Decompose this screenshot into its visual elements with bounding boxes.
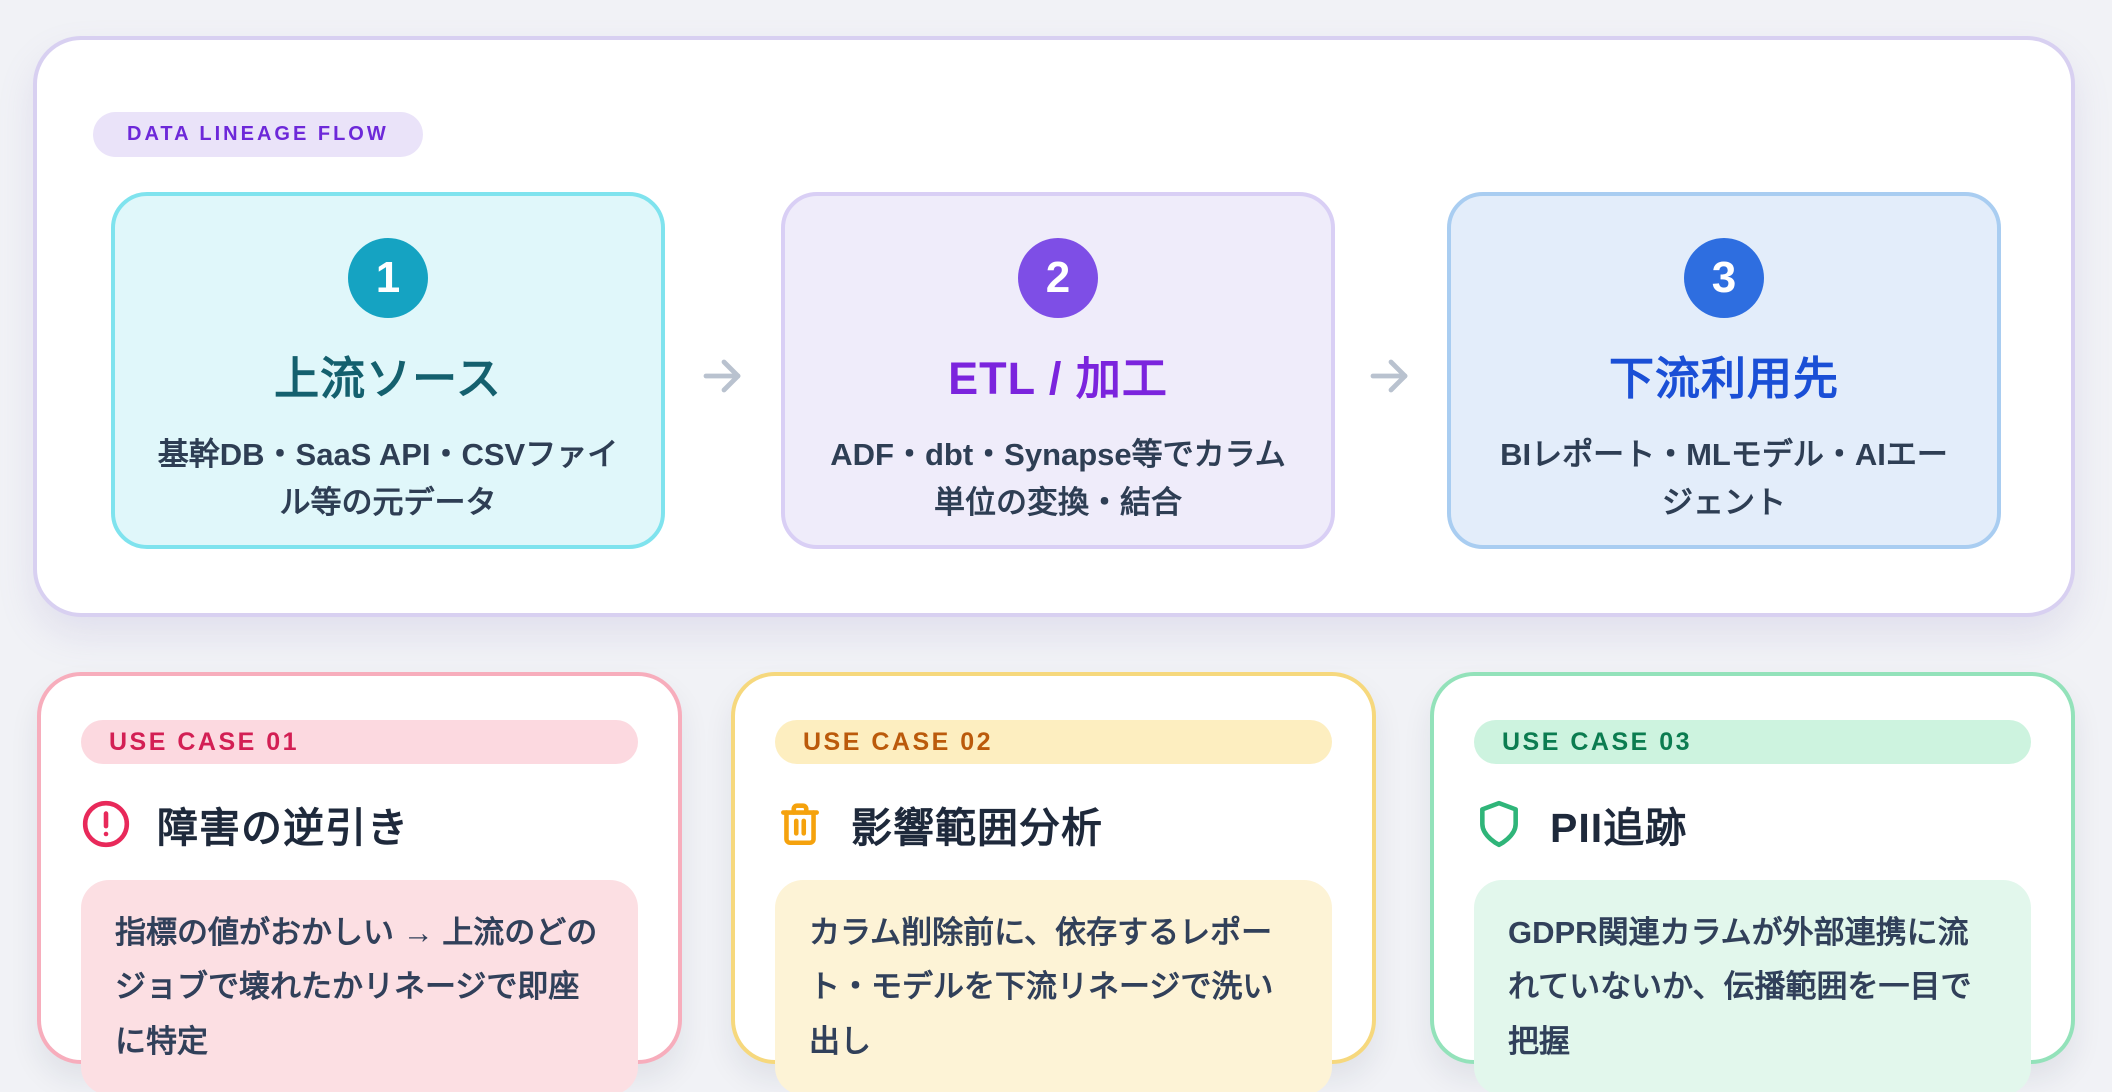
arrow-right-icon — [1370, 359, 1408, 393]
use-case-title-row: 影響範囲分析 — [775, 794, 1332, 854]
use-case-title: 障害の逆引き — [157, 805, 409, 851]
use-case-badge-label: USE CASE 02 — [803, 727, 994, 756]
trash-icon — [781, 803, 819, 846]
data-lineage-flow-section: DATA LINEAGE FLOW 1 上流ソース 基幹DB・SaaS API・… — [33, 36, 2075, 617]
shield-icon — [1480, 800, 1518, 848]
flow-step-card-downstream: 3 下流利用先 BIレポート・MLモデル・AIエージェント — [1447, 192, 2001, 549]
step-title: ETL / 加工 — [948, 353, 1168, 404]
step-title: 上流ソース — [274, 353, 502, 404]
use-case-title: PII追跡 — [1550, 805, 1688, 851]
step-description: 基幹DB・SaaS API・CSVファイル等の元データ — [157, 437, 619, 521]
use-case-card-incident-tracing: USE CASE 01 障害の逆引き 指標の値がおかしい → 上流のどのジョブで… — [37, 672, 682, 1092]
section-badge-label: DATA LINEAGE FLOW — [127, 123, 389, 145]
step-description: ADF・dbt・Synapse等でカラム単位の変換・結合 — [830, 437, 1286, 521]
step-description: BIレポート・MLモデル・AIエージェント — [1500, 437, 1948, 521]
use-case-body: GDPR関連カラムが外部連携に流れていないか、伝播範囲を一目で把握 — [1474, 880, 2031, 1092]
step-number-badge: 2 — [1018, 238, 1098, 318]
use-case-badge: USE CASE 03 — [1474, 720, 2031, 764]
use-case-card-impact-analysis: USE CASE 02 影響範囲分析 カラム削除前に、依存するレポート・モデルを… — [731, 672, 1376, 1092]
use-case-badge: USE CASE 02 — [775, 720, 1332, 764]
use-case-title-row: PII追跡 — [1474, 794, 2031, 854]
step-number-badge: 1 — [348, 238, 428, 318]
use-case-title-row: 障害の逆引き — [81, 794, 638, 854]
use-case-badge: USE CASE 01 — [81, 720, 638, 764]
use-case-badge-label: USE CASE 03 — [1502, 727, 1693, 756]
use-case-card-pii-tracking: USE CASE 03 PII追跡 GDPR関連カラムが外部連携に流れていないか… — [1430, 672, 2075, 1092]
use-case-title: 影響範囲分析 — [851, 805, 1103, 851]
use-case-badge-label: USE CASE 01 — [109, 727, 300, 756]
flow-step-card-etl: 2 ETL / 加工 ADF・dbt・Synapse等でカラム単位の変換・結合 — [781, 192, 1335, 549]
alert-circle-icon — [82, 800, 130, 848]
step-number-badge: 3 — [1684, 238, 1764, 318]
arrow-right-icon — [703, 359, 741, 393]
use-case-body: 指標の値がおかしい → 上流のどのジョブで壊れたかリネージで即座に特定 — [81, 880, 638, 1092]
flow-step-card-upstream: 1 上流ソース 基幹DB・SaaS API・CSVファイル等の元データ — [111, 192, 665, 549]
step-title: 下流利用先 — [1608, 353, 1839, 404]
use-case-body: カラム削除前に、依存するレポート・モデルを下流リネージで洗い出し — [775, 880, 1332, 1092]
section-badge: DATA LINEAGE FLOW — [93, 112, 423, 157]
